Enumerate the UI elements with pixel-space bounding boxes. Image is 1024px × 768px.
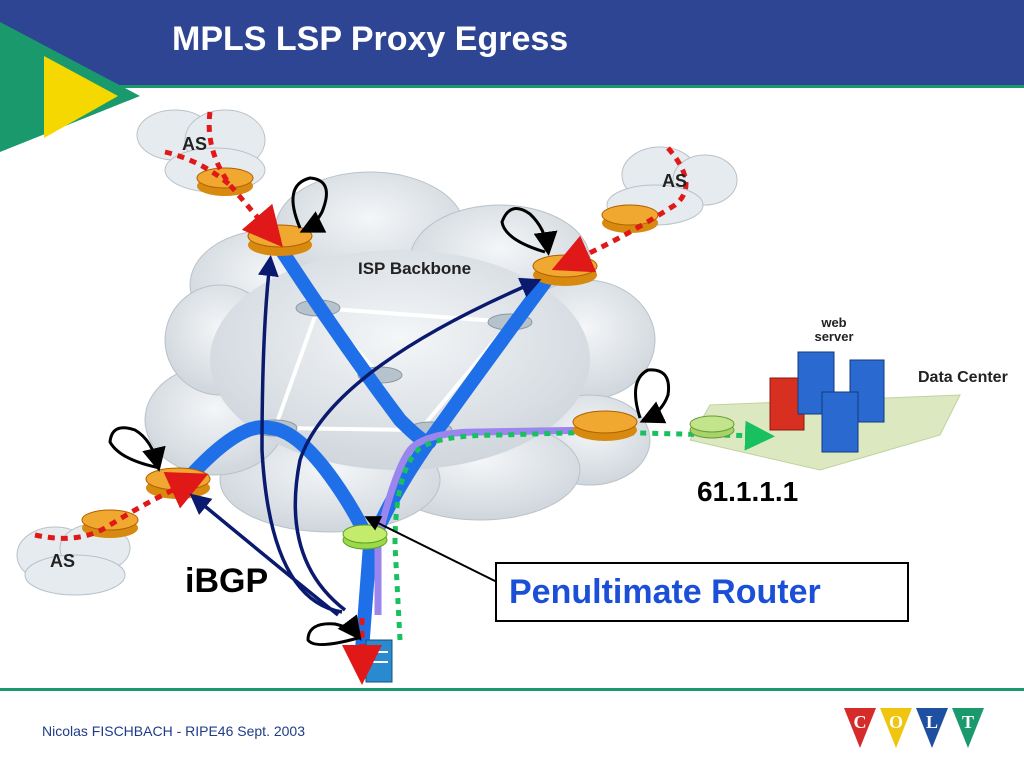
edge-router <box>247 224 313 256</box>
logo-text-o: O <box>889 712 903 732</box>
slide-title: MPLS LSP Proxy Egress <box>172 20 569 58</box>
callout-pointer <box>364 516 498 583</box>
logo-letter-t: T <box>952 708 984 748</box>
logo-letter-l: L <box>916 708 948 748</box>
edge-router <box>532 254 598 286</box>
ibgp-label: iBGP <box>185 562 269 600</box>
web-server-rack <box>769 351 885 453</box>
title-bar <box>0 0 1024 85</box>
logo-text-c: C <box>854 712 867 732</box>
ibgp-sessions <box>189 255 542 617</box>
footer-divider <box>0 688 1024 691</box>
datacenter-edge-router <box>689 415 735 439</box>
logo-text-t: T <box>962 712 974 732</box>
web-server-label-line1: web <box>821 315 847 330</box>
data-center-label: Data Center <box>918 369 1008 386</box>
penultimate-router-label: Penultimate Router <box>509 573 821 611</box>
logo-letter-o: O <box>880 708 912 748</box>
edge-router <box>572 410 638 441</box>
as-label-bottom-left: AS <box>50 551 76 571</box>
edge-router <box>145 467 211 499</box>
as-cloud-bottom-left <box>16 523 131 596</box>
penultimate-router <box>342 524 388 550</box>
endpoint-server <box>365 639 393 683</box>
edge-router <box>601 204 659 233</box>
ip-address-label: 61.1.1.1 <box>697 476 799 507</box>
as-label-top-right: AS <box>662 171 688 191</box>
corner-arrow-decoration <box>0 22 140 152</box>
as-label-top-left: AS <box>182 134 208 154</box>
footer-text: Nicolas FISCHBACH - RIPE46 Sept. 2003 <box>42 723 305 739</box>
logo-text-l: L <box>926 712 938 732</box>
isp-backbone-label: ISP Backbone <box>358 259 472 278</box>
web-server-label-line2: server <box>814 329 854 344</box>
isp-backbone-cloud <box>144 171 656 533</box>
proxy-egress-path <box>374 426 601 541</box>
green-dotted-path <box>392 420 775 641</box>
logo-letter-c: C <box>844 708 876 748</box>
loop-arrows <box>108 176 671 646</box>
ebgp-routes <box>34 111 689 685</box>
penultimate-router-callout: Penultimate Router <box>495 562 909 622</box>
web-server-label: web server <box>810 316 858 344</box>
colt-logo: C O L T <box>844 708 984 748</box>
title-underline <box>0 85 1024 88</box>
